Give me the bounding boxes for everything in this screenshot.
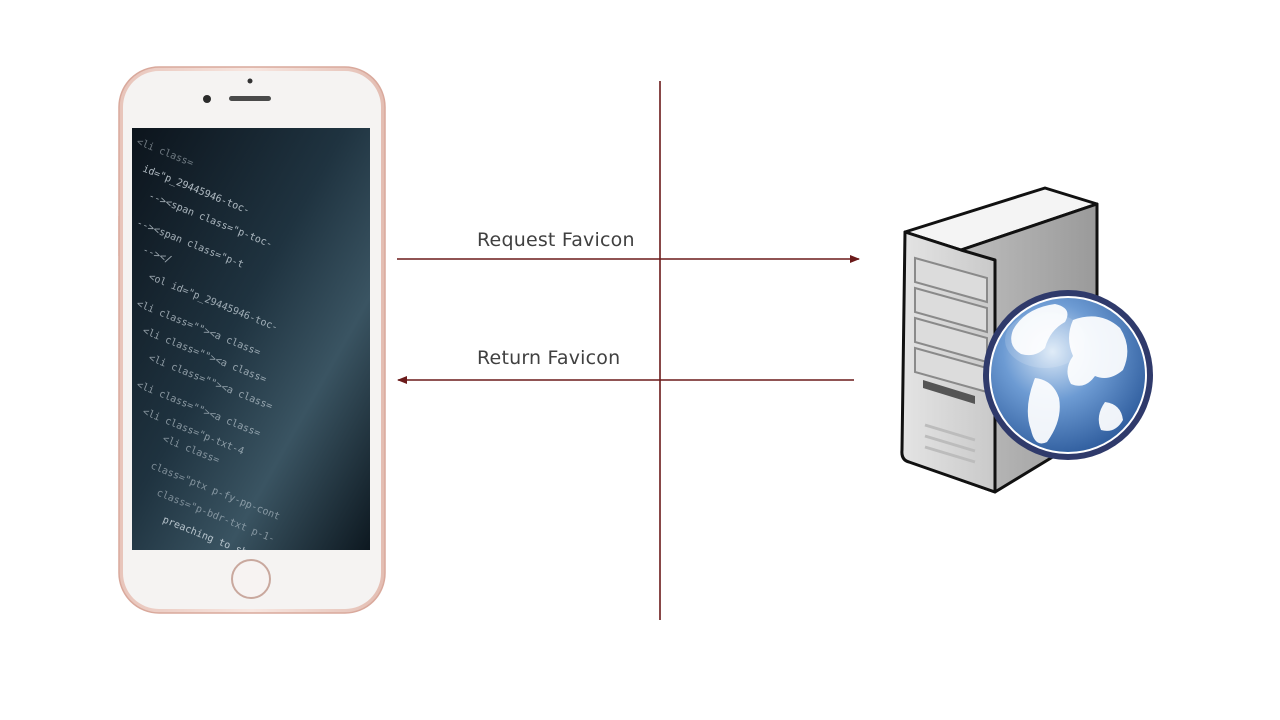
- smartphone-icon: <li class=id="p_29445946-toc---><span cl…: [118, 66, 386, 614]
- web-server-icon: [900, 186, 1153, 494]
- vent-lines: [924, 423, 976, 464]
- front-camera: [203, 95, 211, 103]
- earpiece-speaker: [229, 96, 271, 101]
- side-button: [118, 216, 119, 256]
- phone-screen: <li class=id="p_29445946-toc---><span cl…: [132, 128, 370, 550]
- request-favicon-label: Request Favicon: [477, 229, 635, 251]
- disk-slot: [923, 380, 975, 404]
- home-button[interactable]: [231, 559, 271, 599]
- sensor-dot: [247, 78, 253, 84]
- return-favicon-label: Return Favicon: [477, 347, 621, 369]
- drive-bays: [914, 256, 988, 394]
- globe-icon: [983, 290, 1153, 460]
